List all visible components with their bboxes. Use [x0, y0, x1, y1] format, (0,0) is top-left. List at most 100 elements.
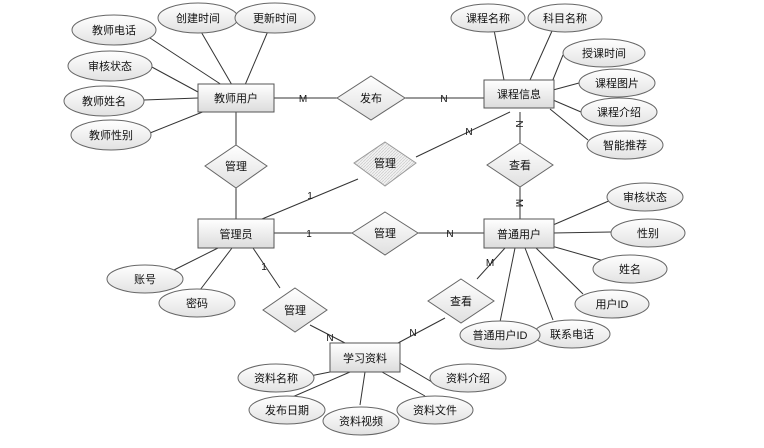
attr-label: 资料视频	[339, 414, 383, 428]
entity-label: 课程信息	[497, 87, 541, 101]
edge-course-time	[551, 54, 564, 83]
edge-course-image	[552, 82, 580, 91]
edge-material-file	[381, 371, 426, 397]
rel-manage-course: 管理	[353, 141, 417, 187]
attr-label: 教师姓名	[82, 94, 126, 108]
rel-manage-material: 管理	[262, 287, 328, 333]
edge-user-phone	[524, 247, 554, 321]
attr-label: 资料文件	[413, 403, 457, 417]
edge-user-uid	[499, 247, 516, 323]
attr-material-date: 发布日期	[248, 395, 326, 425]
attr-admin-password: 密码	[158, 288, 236, 318]
entity-label: 普通用户	[497, 227, 541, 241]
attr-label: 性别	[637, 226, 659, 240]
edge-material-intro	[397, 361, 433, 383]
edges	[143, 29, 612, 406]
attr-label: 资料名称	[254, 371, 298, 385]
edge-manage3-material	[309, 324, 346, 344]
attr-label: 创建时间	[176, 11, 220, 25]
attr-user-name: 姓名	[592, 254, 668, 284]
attr-teacher-phone: 教师电话	[71, 14, 157, 46]
attr-teacher-created: 创建时间	[157, 2, 239, 34]
rel-label: 查看	[509, 158, 531, 172]
edge-teacher-updated	[244, 30, 269, 86]
rel-label: 管理	[284, 303, 306, 317]
card-admin-material: 1	[261, 262, 267, 273]
edge-admin-manage3	[252, 247, 281, 289]
edge-user-view2	[476, 247, 506, 280]
edge-teacher-gender	[149, 110, 206, 134]
attr-course-intro: 课程介绍	[580, 97, 658, 127]
entity-label: 管理员	[220, 227, 253, 241]
attr-label: 审核状态	[88, 59, 132, 73]
edge-user-gender	[552, 231, 612, 234]
rel-view-course: 查看	[486, 142, 554, 188]
edge-admin-hl	[261, 178, 359, 220]
attr-label: 密码	[186, 296, 208, 310]
attr-material-video: 资料视频	[322, 406, 400, 436]
entity-label: 教师用户	[214, 91, 258, 105]
attr-user-id: 用户ID	[574, 289, 650, 319]
rel-publish: 发布	[336, 75, 406, 121]
entity-label: 学习资料	[343, 351, 387, 365]
attr-material-file: 资料文件	[396, 395, 474, 425]
edge-course-recommend	[549, 108, 589, 141]
edge-material-date	[289, 371, 351, 399]
edge-hl-course	[415, 111, 511, 158]
attr-teacher-updated: 更新时间	[234, 2, 316, 34]
rel-manage-teacher: 管理	[204, 144, 268, 189]
edge-admin-account	[169, 247, 219, 273]
attr-material-intro: 资料介绍	[429, 363, 507, 393]
attr-label: 资料介绍	[446, 371, 490, 385]
edge-course-subject	[529, 30, 553, 81]
attr-label: 课程名称	[466, 11, 510, 25]
attr-label: 教师性别	[89, 128, 133, 142]
attr-label: 智能推荐	[603, 138, 647, 152]
attr-course-image: 课程图片	[578, 68, 656, 98]
card-material-manage: N	[326, 333, 333, 344]
attr-course-subject: 科目名称	[527, 3, 603, 33]
attr-teacher-review: 审核状态	[67, 50, 153, 82]
attr-admin-account: 账号	[106, 264, 184, 294]
entity-user: 普通用户	[483, 218, 555, 249]
card-admin-course: 1	[307, 191, 313, 202]
attr-user-uid: 普通用户ID	[459, 320, 541, 350]
attr-label: 审核状态	[623, 190, 667, 204]
attr-label: 科目名称	[543, 11, 587, 25]
entity-course: 课程信息	[483, 79, 555, 109]
attr-label: 普通用户ID	[473, 328, 528, 342]
attr-label: 联系电话	[550, 328, 594, 341]
attr-user-review: 审核状态	[606, 182, 684, 212]
attr-label: 课程图片	[595, 77, 639, 90]
edge-teacher-name	[143, 97, 199, 101]
edge-material-video	[359, 371, 366, 406]
rel-manage-user: 管理	[351, 211, 419, 256]
attr-material-name: 资料名称	[237, 363, 315, 393]
edge-teacher-created	[199, 29, 233, 86]
rel-label: 管理	[374, 226, 396, 240]
card-manage-user: N	[446, 229, 453, 240]
attr-user-gender: 性别	[610, 218, 686, 248]
cardinalities: M N 1 N N M 1 N 1 N M N	[261, 94, 524, 344]
card-user-view: M	[513, 199, 524, 207]
attr-course-name: 课程名称	[450, 3, 526, 33]
attr-label: 用户ID	[596, 297, 629, 311]
edge-teacher-review	[149, 65, 199, 93]
attr-teacher-name: 教师姓名	[63, 85, 145, 117]
edge-user-id	[534, 246, 584, 295]
edge-teacher-phone	[149, 37, 226, 88]
entity-material: 学习资料	[329, 342, 401, 373]
edge-admin-password	[199, 247, 233, 291]
rel-label: 管理	[374, 156, 396, 170]
rel-view-material: 查看	[427, 278, 495, 324]
attr-label: 姓名	[619, 262, 641, 276]
rel-label: 管理	[225, 159, 247, 173]
rel-label: 查看	[450, 294, 472, 308]
edge-view2-material	[397, 317, 446, 344]
attr-label: 课程介绍	[597, 105, 641, 119]
card-user-material: M	[486, 258, 494, 269]
rel-label: 发布	[360, 91, 382, 105]
attr-label: 授课时间	[582, 46, 626, 60]
card-publish-course: N	[440, 94, 447, 105]
